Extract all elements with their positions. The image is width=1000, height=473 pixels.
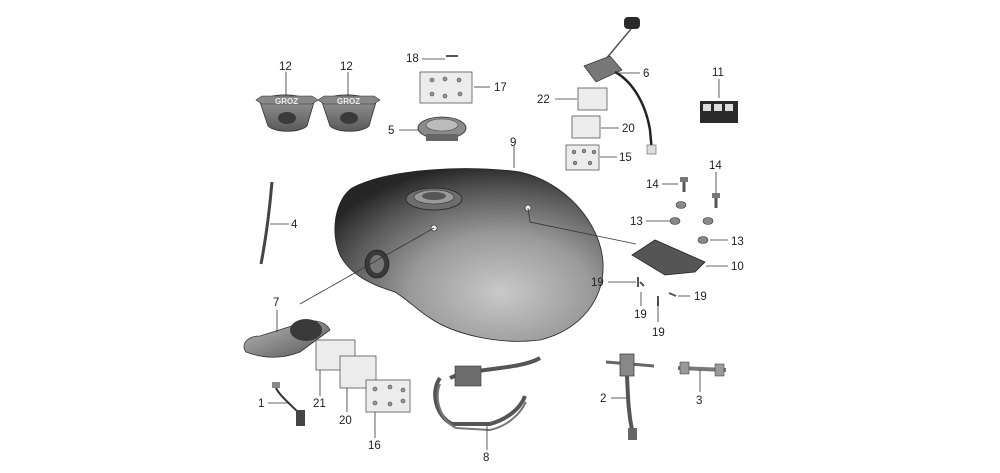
- gasket-plate-17: [419, 71, 473, 104]
- fuel-tank: [334, 168, 604, 342]
- callouts: 1 2 3 4 5 6 7 8 9 10 11 12 12 13 13 14 1…: [258, 53, 744, 464]
- callout-13a: 13: [630, 216, 643, 228]
- warning-decal: [700, 101, 738, 123]
- callout-8: 8: [483, 452, 489, 464]
- tank-badge-left: GROZ: [255, 94, 319, 132]
- fuel-petcock: [605, 353, 655, 440]
- callout-13b: 13: [731, 236, 744, 248]
- callout-18: 18: [406, 53, 419, 65]
- plate-17-screws: [429, 76, 463, 99]
- plate-16-screws: [372, 384, 406, 407]
- fuel-pipe: [677, 361, 727, 377]
- fuel-sender: [583, 17, 657, 155]
- callout-11: 11: [712, 67, 724, 79]
- fuel-hose-assembly: [433, 356, 542, 432]
- sensor-wire: [272, 382, 305, 426]
- callout-6: 6: [643, 68, 649, 80]
- callout-20a: 20: [622, 123, 635, 135]
- callout-1: 1: [258, 398, 264, 410]
- callout-12b: 12: [340, 61, 353, 73]
- callout-9: 9: [510, 137, 516, 149]
- callout-19b: 19: [634, 309, 647, 321]
- mount-bracket: [631, 239, 706, 276]
- badge-text-right: GROZ: [337, 97, 360, 106]
- callout-7: 7: [273, 297, 279, 309]
- callout-3: 3: [696, 395, 702, 407]
- gasket-plate-15: [565, 144, 600, 171]
- callout-12a: 12: [279, 61, 292, 73]
- gasket-plate-16: [365, 379, 411, 413]
- callout-19a: 19: [591, 277, 604, 289]
- callout-10: 10: [731, 261, 744, 273]
- callout-20b: 20: [339, 415, 352, 427]
- gasket-plate-20-upper: [571, 115, 601, 139]
- rubber-strip: [259, 181, 274, 265]
- callout-4: 4: [291, 219, 298, 231]
- callout-2: 2: [600, 393, 606, 405]
- callout-14b: 14: [709, 160, 722, 172]
- callout-5: 5: [388, 125, 394, 137]
- bolts-14: [680, 177, 720, 208]
- callout-22: 22: [537, 94, 550, 106]
- fuel-cap: [417, 116, 467, 141]
- leader-lines: [268, 58, 728, 450]
- callout-17: 17: [494, 82, 507, 94]
- badge-text-left: GROZ: [275, 97, 298, 106]
- callout-21: 21: [313, 398, 326, 410]
- callout-16: 16: [368, 440, 381, 452]
- fuel-pump-assembly: [243, 319, 331, 358]
- plate-15-screws: [571, 148, 597, 166]
- screws-19: [637, 277, 677, 306]
- tank-badge-right: GROZ: [317, 94, 381, 132]
- callout-19d: 19: [694, 291, 707, 303]
- nuts-13: [669, 201, 714, 244]
- gasket-plate-22: [577, 87, 608, 111]
- callout-15: 15: [619, 152, 632, 164]
- callout-19c: 19: [652, 327, 665, 339]
- callout-14a: 14: [646, 179, 659, 191]
